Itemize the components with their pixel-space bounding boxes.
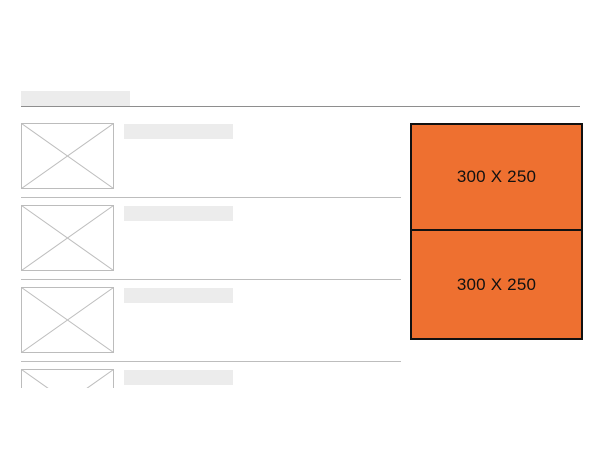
section-title-placeholder <box>21 91 130 106</box>
list-item[interactable] <box>0 115 405 198</box>
image-placeholder-icon[interactable] <box>21 123 114 189</box>
list-item-title-placeholder[interactable] <box>124 206 233 221</box>
list-item-title-placeholder[interactable] <box>124 124 233 139</box>
ad-size-label: 300 X 250 <box>456 167 537 186</box>
list-item[interactable] <box>0 197 405 280</box>
list-item-divider <box>21 279 401 280</box>
list-item-title-placeholder[interactable] <box>124 370 233 385</box>
image-placeholder-icon[interactable] <box>21 205 114 271</box>
ad-slot-bottom[interactable]: 300 X 250 <box>410 229 583 340</box>
ad-size-label: 300 X 250 <box>456 274 537 294</box>
ad-slot-top[interactable]: 300 X 250 <box>410 123 583 231</box>
image-placeholder-icon[interactable] <box>21 369 114 388</box>
list-item[interactable] <box>0 279 405 362</box>
section-divider <box>21 106 580 107</box>
image-placeholder-icon[interactable] <box>21 287 114 353</box>
list-item-divider <box>21 197 401 198</box>
list-item-divider <box>21 361 401 362</box>
list-item-title-placeholder[interactable] <box>124 288 233 303</box>
list-item[interactable] <box>0 361 405 388</box>
article-list <box>0 115 405 388</box>
